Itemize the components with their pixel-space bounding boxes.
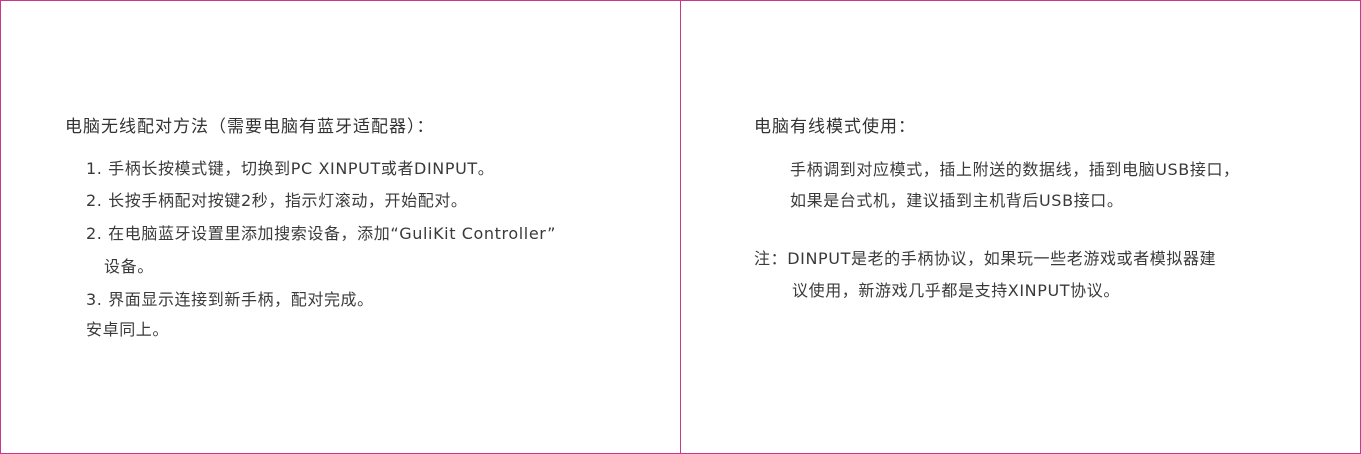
android-note: 安卓同上。 bbox=[86, 320, 170, 339]
center-divider bbox=[680, 0, 681, 454]
wireless-step-3-continued: 设备。 bbox=[104, 257, 154, 276]
wired-mode-panel: 电脑有线模式使用： 手柄调到对应模式，插上附送的数据线，插到电脑USB接口， 如… bbox=[681, 0, 1361, 454]
wireless-step-4: 3. 界面显示连接到新手柄，配对完成。 bbox=[86, 290, 374, 309]
wireless-pairing-panel: 电脑无线配对方法（需要电脑有蓝牙适配器）： 1. 手柄长按模式键，切换到PC X… bbox=[0, 0, 680, 454]
wireless-step-1: 1. 手柄长按模式键，切换到PC XINPUT或者DINPUT。 bbox=[86, 159, 495, 178]
dinput-note-line-1: 注：DINPUT是老的手柄协议，如果玩一些老游戏或者模拟器建 bbox=[754, 249, 1217, 268]
wireless-step-3: 2. 在电脑蓝牙设置里添加搜索设备，添加“GuliKit Controller” bbox=[86, 224, 557, 243]
wired-instruction-line-2: 如果是台式机，建议插到主机背后USB接口。 bbox=[790, 191, 1124, 210]
dinput-note-line-2: 议使用，新游戏几乎都是支持XINPUT协议。 bbox=[792, 281, 1120, 300]
wired-instruction-line-1: 手柄调到对应模式，插上附送的数据线，插到电脑USB接口， bbox=[790, 160, 1240, 179]
wired-mode-title: 电脑有线模式使用： bbox=[754, 117, 916, 137]
wireless-step-2: 2. 长按手柄配对按键2秒，指示灯滚动，开始配对。 bbox=[86, 191, 468, 210]
wireless-pairing-title: 电脑无线配对方法（需要电脑有蓝牙适配器）： bbox=[65, 117, 435, 137]
